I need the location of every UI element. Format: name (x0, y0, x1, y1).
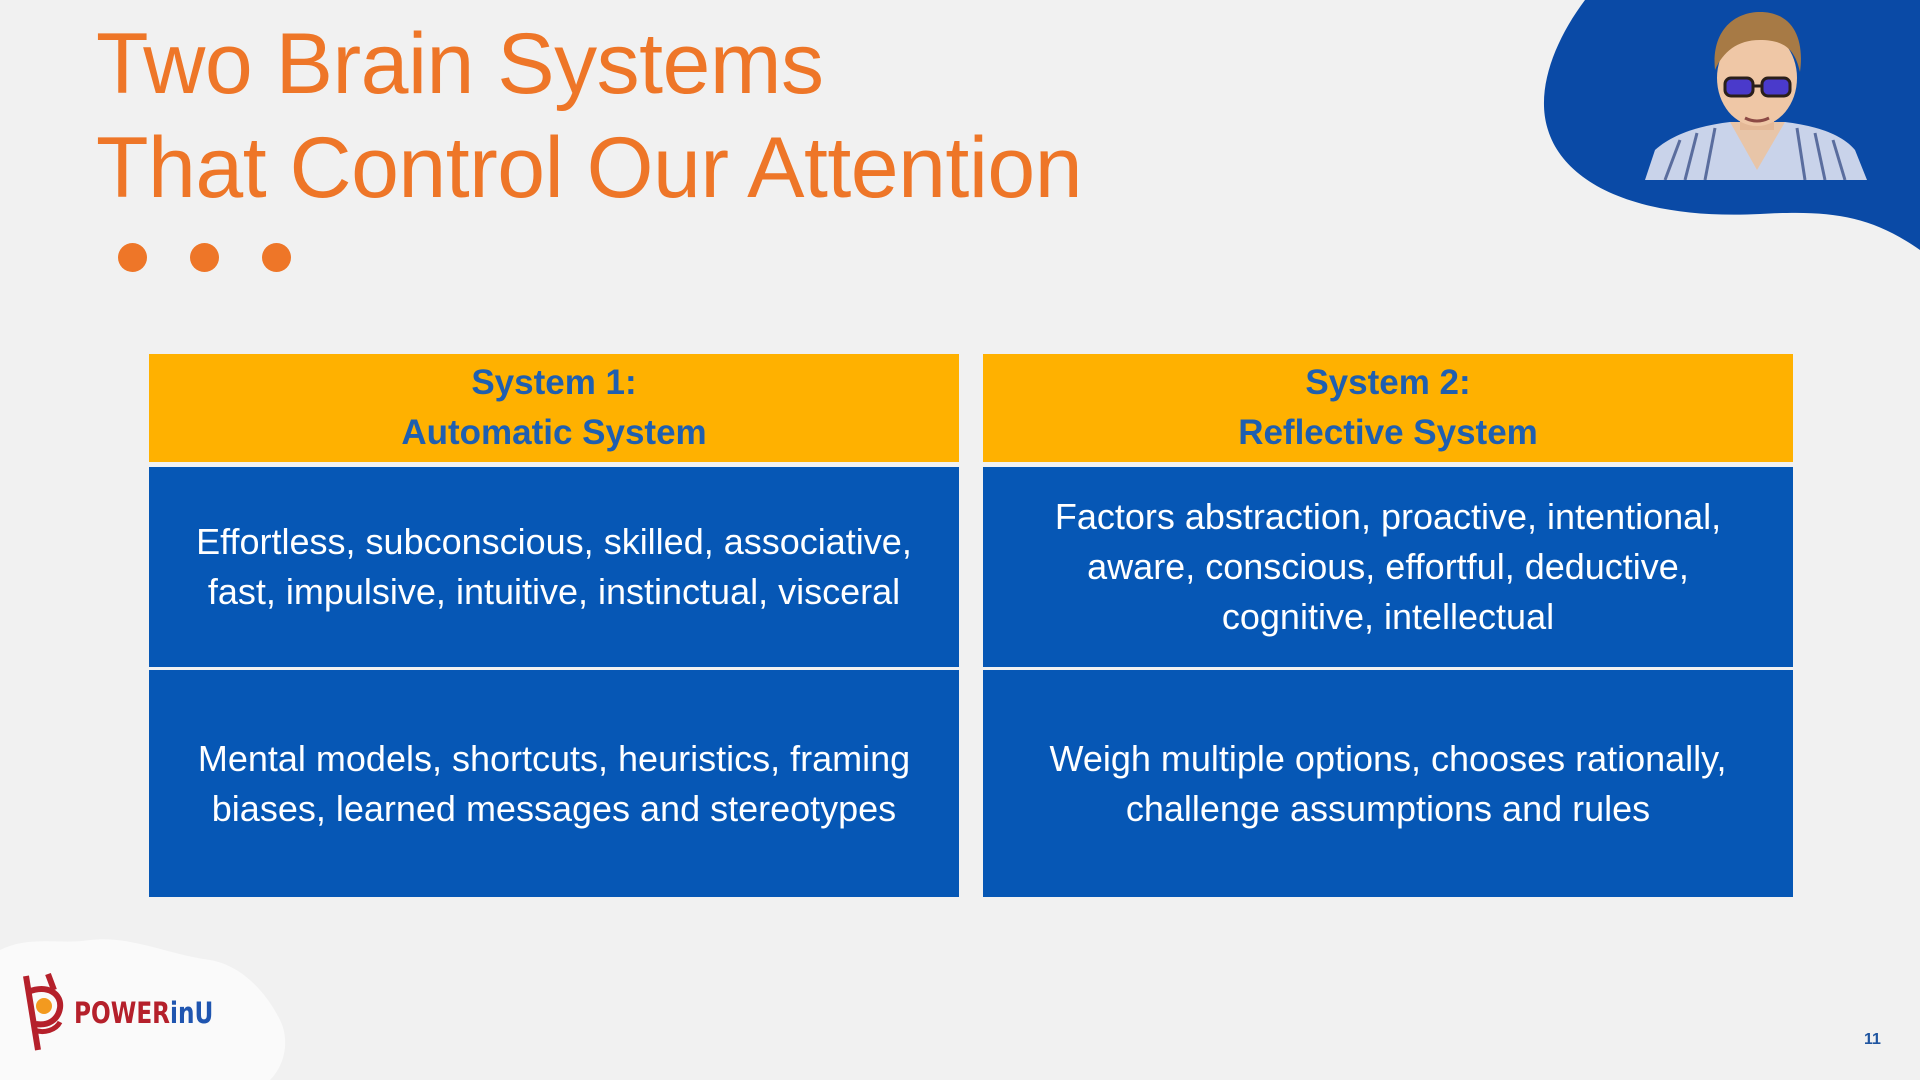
table-cell: Effortless, subconscious, skilled, assoc… (149, 467, 959, 667)
cell-line: Effortless, subconscious, skilled, assoc… (196, 521, 912, 562)
header-line: System 2: (1305, 363, 1471, 402)
logo-text-power: POWER (74, 996, 171, 1030)
header-line: Reflective System (1238, 413, 1538, 452)
speaker-video-feed[interactable] (1645, 0, 1867, 180)
dot-icon (190, 243, 219, 272)
header-line: Automatic System (401, 413, 707, 452)
cell-line: Mental models, shortcuts, heuristics, fr… (197, 737, 911, 779)
system-2-header: System 2: Reflective System (983, 354, 1793, 462)
cell-line: cognitive, intellectual (1221, 596, 1555, 637)
cell-line: challenge assumptions and rules (1125, 787, 1651, 829)
powerinu-logo-icon (23, 972, 64, 1051)
logo-brush-background (0, 939, 286, 1080)
slide-title-line-1: Two Brain Systems (96, 16, 824, 112)
system-1-header: System 1: Automatic System (149, 354, 959, 462)
cell-line: biases, learned messages and stereotypes (211, 787, 897, 829)
slide-title-line-2: That Control Our Attention (96, 120, 1083, 216)
table-cell: Mental models, shortcuts, heuristics, fr… (149, 670, 959, 897)
cell-line: fast, impulsive, intuitive, instinctual,… (207, 571, 901, 612)
decorative-dots (118, 243, 291, 272)
powerinu-logo: POWERinU (20, 970, 248, 1056)
cell-line: aware, conscious, effortful, deductive, (1087, 546, 1689, 587)
system-2-column: System 2: Reflective System Factors abst… (983, 354, 1793, 897)
dot-icon (262, 243, 291, 272)
logo-text-inu: inU (170, 996, 214, 1030)
speaker-avatar-icon (1645, 0, 1867, 180)
comparison-table: System 1: Automatic System Effortless, s… (149, 354, 1793, 897)
header-line: System 1: (471, 363, 637, 402)
system-1-column: System 1: Automatic System Effortless, s… (149, 354, 959, 897)
cell-line: Weigh multiple options, chooses rational… (1049, 737, 1727, 779)
dot-icon (118, 243, 147, 272)
page-number: 11 (1864, 1031, 1881, 1048)
table-cell: Weigh multiple options, chooses rational… (983, 670, 1793, 897)
slide-title: Two Brain Systems That Control Our Atten… (96, 12, 1083, 220)
logo-text: POWERinU (74, 996, 213, 1030)
cell-line: Factors abstraction, proactive, intentio… (1054, 496, 1722, 537)
table-cell: Factors abstraction, proactive, intentio… (983, 467, 1793, 667)
